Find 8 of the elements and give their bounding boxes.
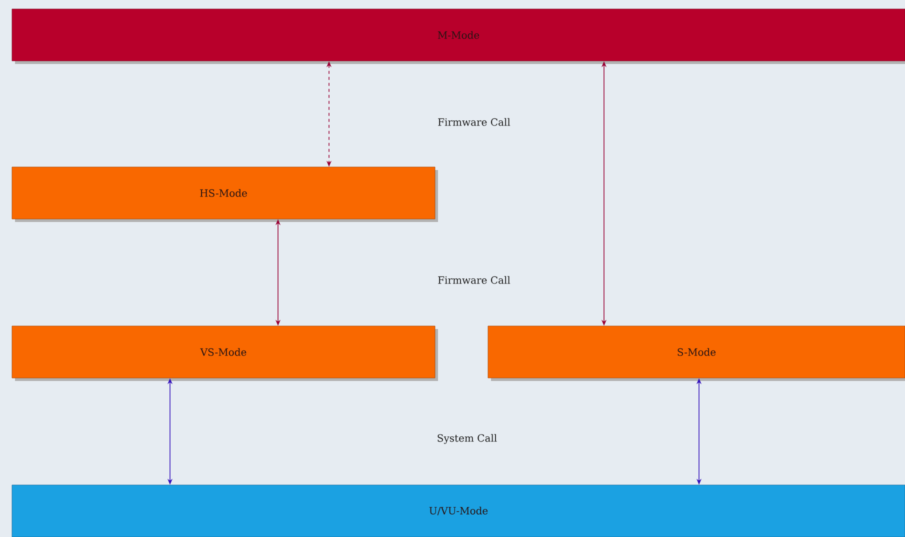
mode-box: M-Mode [12, 8, 905, 64]
call-label: Firmware Call [438, 276, 510, 284]
mode-box: VS-Mode [12, 326, 438, 381]
mode-box: HS-Mode [12, 166, 438, 222]
call-label: System Call [438, 434, 497, 444]
mode-box: S-Mode [488, 326, 905, 381]
call-label: Firmware Call [438, 118, 510, 126]
mode-box: U/VU-Mode [12, 484, 905, 537]
